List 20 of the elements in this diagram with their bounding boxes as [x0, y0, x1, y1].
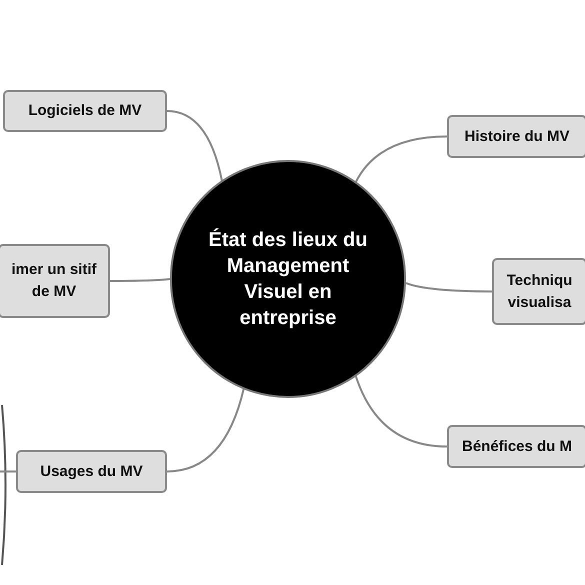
- topic-text: Bénéfices du M: [462, 436, 572, 456]
- connector-line: [406, 282, 492, 292]
- topic-text: imer un sitif de MV: [10, 260, 98, 302]
- connector-line: [354, 136, 448, 183]
- connector-line: [110, 278, 170, 282]
- topic-box: [3, 90, 167, 132]
- connector-line: [354, 375, 448, 448]
- connector-line: [166, 110, 223, 182]
- topic-text: Techniqu visualisa: [506, 270, 574, 312]
- topic-text: Logiciels de MV: [28, 101, 142, 121]
- topic-text: État des lieux du Management Visuel en entreprise: [208, 227, 368, 331]
- connector-line: [0, 470, 16, 472]
- topic-box: [492, 258, 585, 325]
- topic-box: [447, 425, 585, 468]
- topic-text: Usages du MV: [40, 462, 143, 482]
- topic-text: Histoire du MV: [464, 126, 570, 146]
- connector-line: [166, 388, 245, 472]
- topic-box: [16, 450, 167, 493]
- topic-box: [447, 115, 585, 158]
- topic-box: [0, 244, 110, 318]
